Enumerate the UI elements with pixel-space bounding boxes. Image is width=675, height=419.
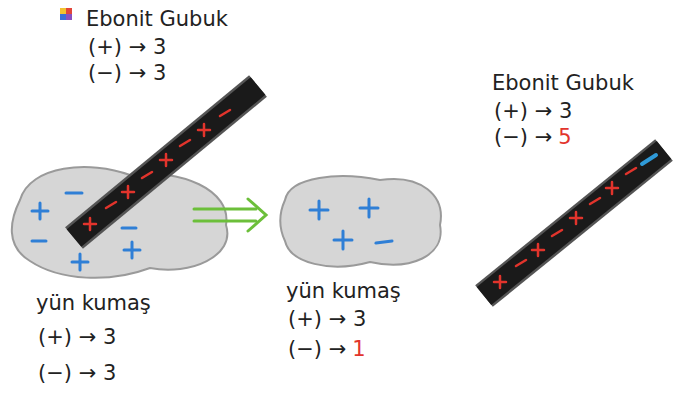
charge-count: (−) → 3 (38, 362, 116, 385)
charge-count: (+) → 3 (288, 308, 366, 331)
changed-count: 5 (558, 126, 571, 149)
ebonite-rod (74, 86, 258, 238)
charge-count: (−) → 3 (88, 62, 166, 85)
changed-count: 1 (352, 338, 365, 361)
transition-arrow (194, 199, 266, 231)
charge-count: (+) → 3 (38, 326, 116, 349)
cloth-title: yün kumaş (36, 292, 151, 315)
cloth-title: yün kumaş (286, 280, 401, 303)
charge-count: (+) → 3 (88, 36, 166, 59)
charge-count: (+) → 3 (494, 100, 572, 123)
charge-count: (−) → (288, 338, 346, 361)
ebonite-rod (484, 150, 664, 296)
rod-title: Ebonit Gubuk (86, 8, 228, 31)
wool-cloth (280, 176, 440, 266)
corner-icon (60, 8, 72, 20)
rod-title: Ebonit Gubuk (492, 72, 634, 95)
cloth-charges (310, 199, 392, 249)
charge-count: (−) → (494, 126, 552, 149)
